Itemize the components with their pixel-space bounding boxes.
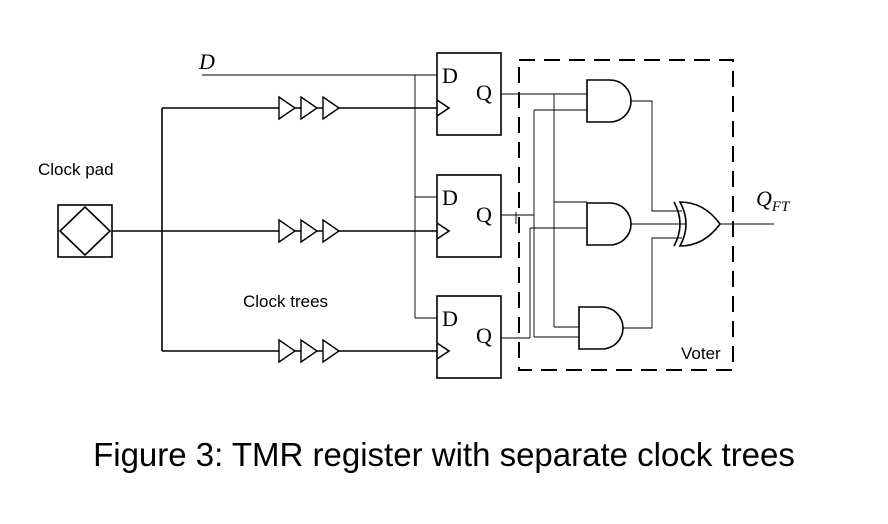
- clock-tree-2: [278, 218, 341, 244]
- ff3-d-pin: D: [442, 306, 458, 331]
- clock-tree-3: [278, 338, 341, 364]
- flip-flop-3: D Q: [436, 295, 502, 379]
- d-input-label: D: [198, 49, 215, 74]
- output-label-main: Q: [756, 186, 772, 211]
- clock-pad-label: Clock pad: [38, 160, 114, 179]
- clock-tree-1: [278, 95, 341, 121]
- voter-boundary: [518, 59, 734, 371]
- figure-caption: Figure 3: TMR register with separate clo…: [93, 436, 795, 473]
- clock-trees-label: Clock trees: [243, 292, 328, 311]
- q-routing-wires: [501, 93, 587, 339]
- and-gate-1: [586, 79, 632, 123]
- ff2-d-pin: D: [442, 185, 458, 210]
- clock-pad: [57, 204, 113, 258]
- ff3-q-pin: Q: [476, 323, 492, 348]
- voter-label: Voter: [681, 344, 721, 363]
- output-label: QFT: [756, 186, 791, 215]
- flip-flop-2: D Q: [436, 174, 502, 258]
- flip-flop-1: D Q: [436, 52, 502, 136]
- d-input-bus: [202, 74, 437, 319]
- ff2-q-pin: Q: [476, 202, 492, 227]
- clock-distribution-wires: [112, 107, 437, 352]
- or-gate: [673, 201, 721, 247]
- ff1-q-pin: Q: [476, 80, 492, 105]
- and-gate-3: [578, 306, 624, 350]
- output-label-subscript: FT: [771, 199, 791, 215]
- and-gate-2: [586, 202, 632, 246]
- ff1-d-pin: D: [442, 63, 458, 88]
- and-to-or-wires: [623, 100, 686, 329]
